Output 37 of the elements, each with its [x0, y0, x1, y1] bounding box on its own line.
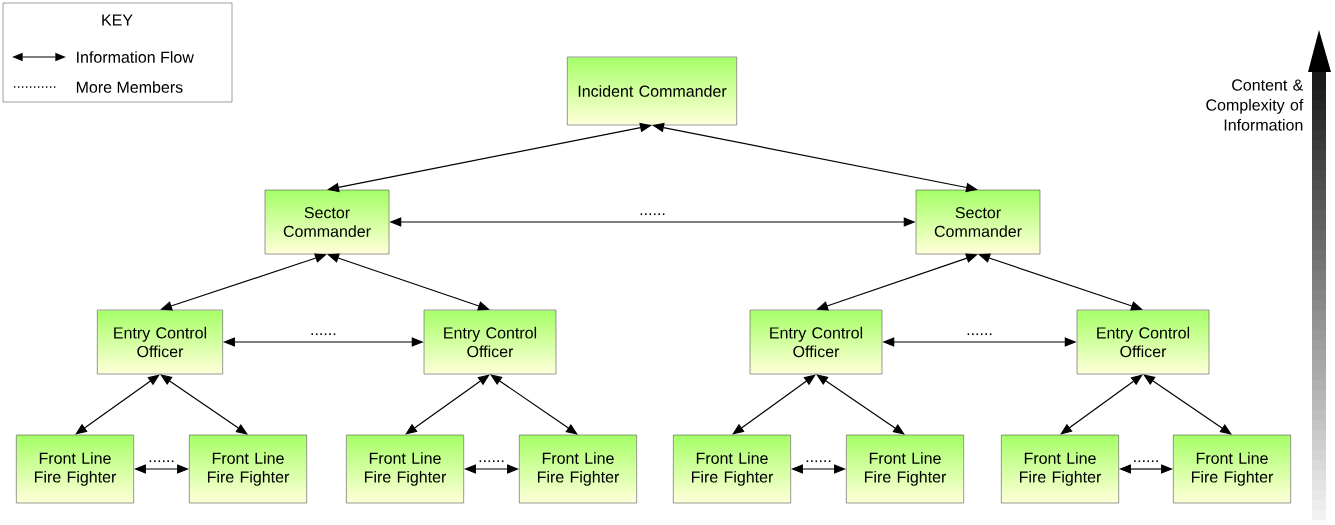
role-box: Incident Commander: [567, 56, 737, 126]
edge-label: ......: [803, 459, 834, 464]
role-box: Front Line Fire Fighter: [189, 434, 307, 504]
role-box: Sector Commander: [915, 189, 1041, 255]
axis-label: Content & Complexity of Information: [1206, 79, 1304, 131]
role-box: Front Line Fire Fighter: [346, 434, 464, 504]
edge-label: ......: [1131, 459, 1161, 464]
role-box: Front Line Fire Fighter: [673, 434, 791, 504]
arrow: [490, 374, 578, 435]
arrow: [75, 374, 160, 435]
edge-label: ......: [308, 332, 338, 337]
role-box: Front Line Fire Fighter: [1001, 434, 1119, 504]
edge-label: ......: [637, 212, 668, 217]
edge-label: ......: [964, 332, 995, 337]
role-box: Entry Control Officer: [1076, 309, 1210, 375]
role-box: Entry Control Officer: [749, 309, 883, 375]
edge-label: ......: [476, 459, 507, 464]
role-box: Entry Control Officer: [97, 309, 223, 375]
arrow: [160, 253, 327, 311]
role-box: Front Line Fire Fighter: [519, 434, 637, 504]
edge-label: ......: [146, 459, 177, 464]
arrow: [816, 374, 905, 435]
role-box: Front Line Fire Fighter: [1173, 434, 1291, 504]
arrow: [405, 374, 490, 435]
arrow: [816, 253, 978, 311]
role-box: Entry Control Officer: [423, 309, 557, 375]
arrow: [1060, 374, 1143, 435]
arrow: [1143, 374, 1232, 435]
legend-text: More Members: [76, 81, 183, 93]
arrow: [732, 374, 816, 435]
arrow: [327, 253, 490, 311]
key-title: KEY: [102, 14, 133, 26]
arrow: [160, 374, 248, 435]
legend-text: Information Flow: [77, 51, 194, 63]
role-box: Sector Commander: [264, 189, 390, 255]
role-box: Front Line Fire Fighter: [16, 434, 134, 504]
role-box: Front Line Fire Fighter: [846, 434, 964, 504]
